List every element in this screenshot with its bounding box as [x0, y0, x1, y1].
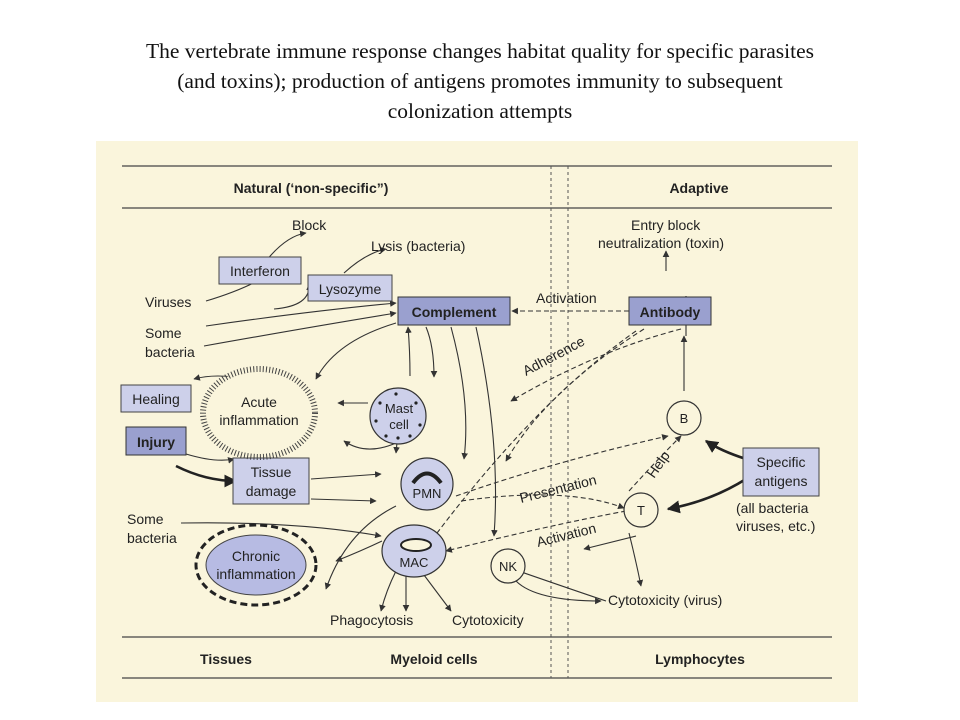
- cytotoxicity-virus-label: Cytotoxicity (virus): [608, 592, 722, 608]
- cytotoxicity-label: Cytotoxicity: [452, 612, 524, 628]
- all-bacteria-label-2: viruses, etc.): [736, 518, 815, 534]
- b-cell-circle: [666, 400, 702, 436]
- lysis-label: Lysis (bacteria): [371, 238, 465, 254]
- mast-cell-label-1: Mast: [385, 401, 414, 416]
- all-bacteria-label-1: (all bacteria: [736, 500, 809, 516]
- interferon-label: Interferon: [230, 263, 290, 279]
- mast-cell-label-2: cell: [389, 417, 409, 432]
- antibody-label: Antibody: [640, 304, 701, 320]
- lysozyme-label: Lysozyme: [319, 281, 382, 297]
- header-adaptive: Adaptive: [669, 180, 728, 196]
- some-bacteria-label-2a: Some: [127, 511, 164, 527]
- entry-block-label-2: neutralization (toxin): [598, 235, 724, 251]
- mast-cell-circle: [369, 387, 427, 445]
- viruses-label: Viruses: [145, 294, 191, 310]
- frame-lines: [122, 165, 832, 679]
- healing-box: [120, 384, 192, 413]
- complement-box: [397, 296, 511, 326]
- injury-box: [125, 426, 187, 456]
- lysozyme-box: [307, 274, 393, 302]
- acute-inflammation-inner: [209, 375, 309, 451]
- injury-label: Injury: [137, 434, 175, 450]
- some-bacteria-label-1a: Some: [145, 325, 182, 341]
- mac-label: MAC: [400, 555, 429, 570]
- some-bacteria-label-1b: bacteria: [145, 344, 195, 360]
- chronic-inflammation-label-2: inflammation: [216, 566, 295, 582]
- acute-inflammation-label-1: Acute: [241, 394, 277, 410]
- t-cell-label: T: [637, 503, 645, 518]
- activation-top-label: Activation: [536, 290, 597, 306]
- nk-circle: [490, 548, 526, 584]
- specific-antigens-label-2: antigens: [755, 473, 808, 489]
- footer-lymphocytes: Lymphocytes: [655, 651, 745, 667]
- column-divider: [550, 166, 569, 678]
- b-cell-label: B: [680, 411, 689, 426]
- chronic-inflammation-ellipse: [205, 534, 307, 596]
- nk-label: NK: [499, 559, 517, 574]
- chronic-inflammation-label-1: Chronic: [232, 548, 280, 564]
- pmn-label: PMN: [413, 486, 442, 501]
- title-line-1: The vertebrate immune response changes h…: [145, 39, 815, 63]
- t-cell-circle: [623, 492, 659, 528]
- pmn-circle: [400, 457, 454, 511]
- entry-block-label-1: Entry block: [631, 217, 701, 233]
- specific-antigens-box: [742, 447, 820, 497]
- header-natural: Natural (‘non-specific”): [234, 180, 389, 196]
- tissue-damage-label-2: damage: [246, 483, 297, 499]
- tissue-damage-box: [232, 457, 310, 505]
- title-line-3: colonization attempts: [387, 99, 573, 123]
- solid-arrows: [180, 230, 688, 612]
- some-bacteria-label-2b: bacteria: [127, 530, 177, 546]
- dashed-arrows: [430, 307, 682, 553]
- mac-nucleus: [400, 538, 432, 552]
- antibody-box: [628, 296, 712, 326]
- thick-arrows: [175, 439, 747, 514]
- mast-cell-granules: [374, 392, 422, 440]
- tissue-damage-label-1: Tissue: [251, 464, 292, 480]
- specific-antigens-label-1: Specific: [756, 454, 805, 470]
- title-line-2: (and toxins); production of antigens pro…: [177, 69, 783, 93]
- complement-label: Complement: [412, 304, 497, 320]
- footer-tissues: Tissues: [200, 651, 252, 667]
- slide-title: The vertebrate immune response changes h…: [0, 36, 960, 126]
- interferon-box: [218, 256, 302, 285]
- block-label: Block: [292, 217, 327, 233]
- acute-inflammation-label-2: inflammation: [219, 412, 298, 428]
- healing-label: Healing: [132, 391, 179, 407]
- immune-response-diagram: Natural (‘non-specific”) Adaptive Tissue…: [96, 141, 858, 702]
- pmn-nucleus: [411, 471, 443, 485]
- phagocytosis-label: Phagocytosis: [330, 612, 413, 628]
- footer-myeloid: Myeloid cells: [390, 651, 477, 667]
